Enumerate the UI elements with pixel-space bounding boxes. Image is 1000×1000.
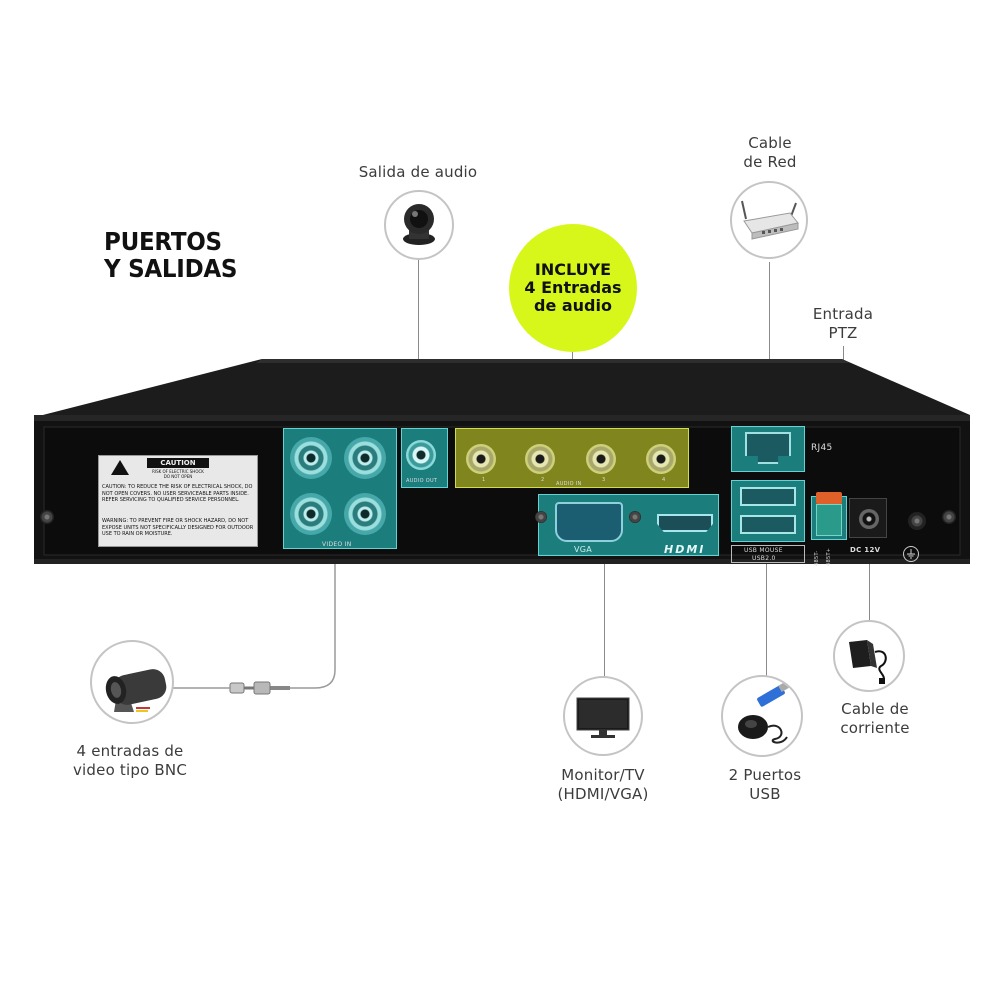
power-circle <box>833 620 905 692</box>
audio-out-label: AUDIO OUT <box>406 478 438 484</box>
camera-icon <box>105 669 167 712</box>
hdmi-port[interactable] <box>657 514 713 532</box>
camera-circle <box>90 640 174 724</box>
usb-callout: 2 Puertos USB <box>728 766 802 803</box>
router-icon <box>741 200 799 240</box>
audio-in-port-4[interactable] <box>646 444 676 474</box>
rs485-label-1: 485T- <box>814 550 820 566</box>
network-callout: Cable de Red <box>743 134 797 171</box>
rs485-label-2: 485T+ <box>826 547 832 566</box>
audio-in-label: AUDIO IN <box>556 481 582 487</box>
screw-right <box>942 510 956 524</box>
screw-ground <box>908 512 926 530</box>
audio-in-number-1: 1 <box>482 477 486 483</box>
usb-label-box <box>731 545 805 563</box>
warning-text: WARNING: TO PREVENT FIRE OR SHOCK HAZARD… <box>102 518 254 537</box>
power-callout: Cable de corriente <box>840 700 910 737</box>
dc-jack-hole <box>859 509 879 529</box>
bnc-port-3[interactable] <box>290 493 332 535</box>
leader-network <box>769 262 770 442</box>
vga-screw-right <box>629 511 641 523</box>
screw-left <box>40 510 54 524</box>
caution-text: CAUTION: TO REDUCE THE RISK OF ELECTRICA… <box>102 484 253 503</box>
badge-line2: 4 Entradas <box>524 278 622 297</box>
video-cable <box>170 545 336 695</box>
ptz-terminal[interactable] <box>816 492 842 504</box>
monitor-icon <box>576 697 630 738</box>
audio-inputs-badge: INCLUYE 4 Entradas de audio <box>509 224 637 352</box>
leader-audio-out <box>418 248 419 448</box>
caution-label: CAUTION RISK OF ELECTRIC SHOCK DO NOT OP… <box>98 455 258 547</box>
video-in-callout: 4 entradas de video tipo BNC <box>72 742 188 779</box>
usb-label-2: USB2.0 <box>752 555 776 562</box>
ground-icon <box>903 546 919 562</box>
video-in-label: VIDEO IN <box>322 541 352 548</box>
audio-in-port-1[interactable] <box>466 444 496 474</box>
caution-sub2: DO NOT OPEN <box>163 474 193 479</box>
leader-power <box>869 552 870 622</box>
router-circle <box>730 181 808 259</box>
caution-sub1: RISK OF ELECTRIC SHOCK <box>152 469 204 474</box>
ptz-callout: Entrada PTZ <box>812 305 874 342</box>
vga-screw-left <box>535 511 547 523</box>
vga-port[interactable] <box>555 502 623 542</box>
audio-in-number-4: 4 <box>662 477 666 483</box>
dc-label: DC 12V <box>850 546 881 554</box>
warning-icon <box>111 460 129 475</box>
page-title: PUERTOS Y SALIDAS <box>104 227 238 283</box>
hdmi-label: HDMI <box>664 543 706 556</box>
audio-in-port-3[interactable] <box>586 444 616 474</box>
vga-label: VGA <box>574 545 593 554</box>
usb-mouse-icon <box>738 680 791 744</box>
leader-usb <box>766 560 767 676</box>
monitor-callout: Monitor/TV (HDMI/VGA) <box>557 766 649 803</box>
monitor-circle <box>563 676 643 756</box>
badge-line3: de audio <box>533 296 612 315</box>
bnc-port-4[interactable] <box>344 493 386 535</box>
audio-in-number-2: 2 <box>541 477 545 483</box>
power-adapter-icon <box>849 640 887 684</box>
ptz-terminal-body <box>816 504 842 536</box>
usb-port-2[interactable] <box>740 515 796 534</box>
bnc-port-1[interactable] <box>290 437 332 479</box>
audio-in-number-3: 3 <box>602 477 606 483</box>
usb-label-1: USB MOUSE <box>744 547 783 554</box>
rj45-label: RJ45 <box>811 443 833 453</box>
bnc-port-2[interactable] <box>344 437 386 479</box>
audio-out-callout: Salida de audio <box>358 163 478 181</box>
usb-circle <box>721 675 803 757</box>
audio-in-port-2[interactable] <box>525 444 555 474</box>
speaker-circle <box>384 190 454 260</box>
usb-port-1[interactable] <box>740 487 796 506</box>
speaker-icon <box>403 204 435 245</box>
caution-title: CAUTION <box>147 458 209 468</box>
badge-line1: INCLUYE <box>534 260 612 279</box>
dc-jack[interactable] <box>849 498 887 538</box>
leader-monitor <box>604 555 605 681</box>
audio-out-port[interactable] <box>406 440 436 470</box>
